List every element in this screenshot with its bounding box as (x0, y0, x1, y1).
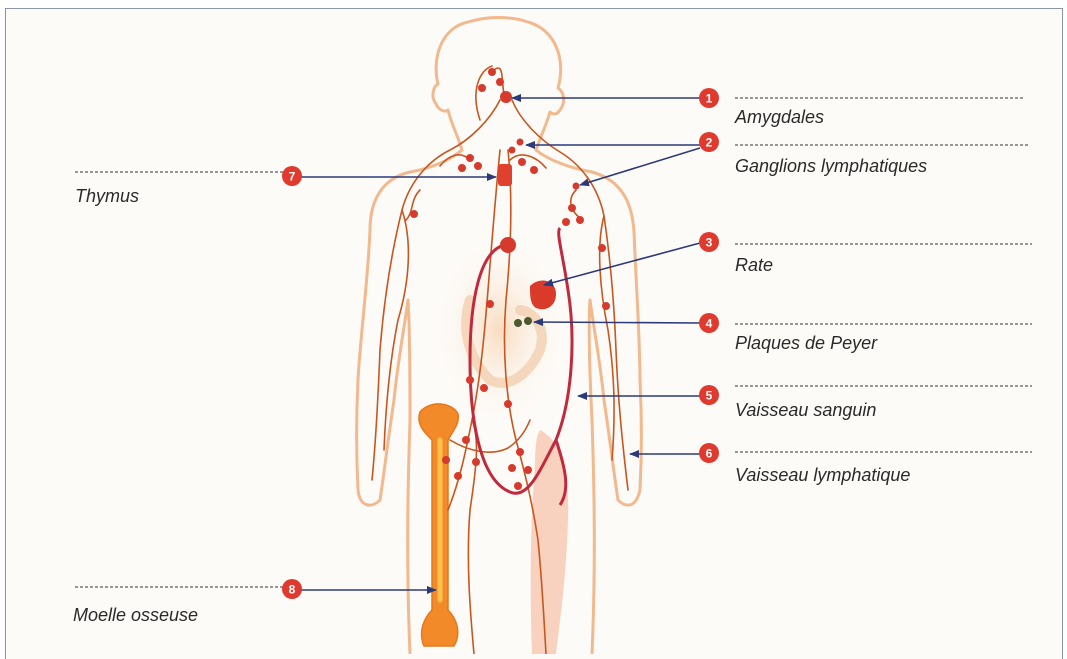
spleen (530, 280, 556, 309)
marker-8: 8 (282, 579, 302, 599)
label-rate: Rate (735, 255, 773, 276)
peyer-patch-1 (514, 319, 522, 327)
label-moelle-osseuse: Moelle osseuse (73, 605, 198, 626)
marker-4: 4 (699, 313, 719, 333)
label-thymus: Thymus (75, 186, 139, 207)
peyer-patch-2 (524, 317, 532, 325)
thymus (498, 164, 512, 186)
svg-text:7: 7 (289, 170, 296, 184)
svg-text:8: 8 (289, 583, 296, 597)
svg-text:1: 1 (706, 92, 713, 106)
marker-2: 2 (699, 132, 719, 152)
label-vaisseau-lymphatique: Vaisseau lymphatique (735, 465, 910, 486)
marker-6: 6 (699, 443, 719, 463)
label-plaques-de-peyer: Plaques de Peyer (735, 333, 877, 354)
svg-text:2: 2 (706, 136, 713, 150)
svg-text:4: 4 (706, 317, 713, 331)
marker-3: 3 (699, 232, 719, 252)
marker-7: 7 (282, 166, 302, 186)
svg-text:3: 3 (706, 236, 713, 250)
label-ganglions: Ganglions lymphatiques (735, 156, 927, 177)
label-vaisseau-sanguin: Vaisseau sanguin (735, 400, 876, 421)
marker-1: 1 (699, 88, 719, 108)
svg-text:6: 6 (706, 447, 713, 461)
label-amygdales: Amygdales (735, 107, 824, 128)
abdomen-shading (430, 230, 570, 430)
tonsils (500, 91, 512, 103)
svg-text:5: 5 (706, 389, 713, 403)
heart-node (500, 237, 516, 253)
marker-5: 5 (699, 385, 719, 405)
